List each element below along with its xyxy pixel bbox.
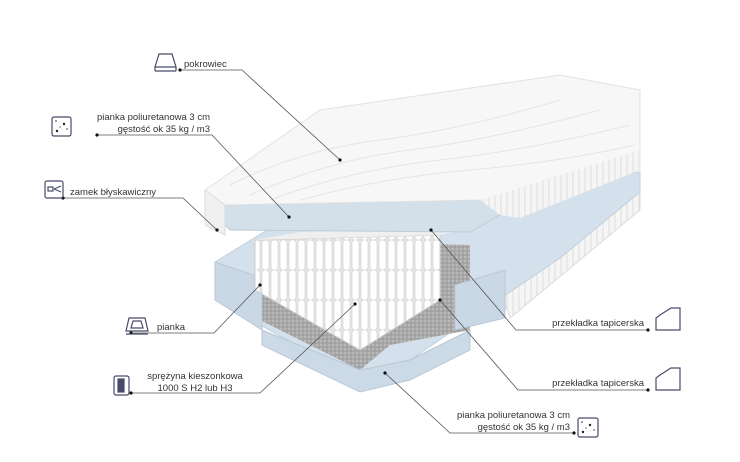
cover-icon bbox=[154, 53, 177, 72]
label-cover: pokrowiec bbox=[184, 59, 227, 71]
label-foam-frame: pianka bbox=[157, 322, 185, 334]
foam-frame-icon bbox=[125, 317, 149, 335]
label-top-foam: pianka poliuretanowa 3 cm gęstość ok 35 … bbox=[82, 112, 210, 136]
label-felt-top: przekładka tapicerska bbox=[540, 318, 644, 330]
sheet-icon bbox=[655, 307, 681, 331]
label-bottom-foam: pianka poliuretanowa 3 cm gęstość ok 35 … bbox=[440, 410, 570, 434]
label-text: przekładka tapicerska bbox=[552, 318, 644, 329]
label-text: pianka bbox=[157, 322, 185, 333]
zipper-icon bbox=[44, 180, 64, 199]
label-text: sprężyna kieszonkowa bbox=[147, 371, 243, 382]
label-text: 1000 S H2 lub H3 bbox=[157, 383, 233, 394]
label-felt-bottom: przekładka tapicerska bbox=[540, 378, 644, 390]
foam-density-icon bbox=[577, 417, 599, 438]
label-text: pokrowiec bbox=[184, 59, 227, 70]
label-text: pianka poliuretanowa 3 cm bbox=[96, 112, 210, 123]
label-text: gęstość ok 35 kg / m3 bbox=[117, 124, 210, 135]
label-text: gęstość ok 35 kg / m3 bbox=[477, 422, 570, 433]
label-springs: sprężyna kieszonkowa 1000 S H2 lub H3 bbox=[140, 371, 250, 395]
label-zipper: zamek błyskawiczny bbox=[70, 187, 156, 199]
label-text: przekładka tapicerska bbox=[552, 378, 644, 389]
sheet-icon bbox=[655, 367, 681, 391]
label-text: pianka poliuretanowa 3 cm bbox=[456, 410, 570, 421]
pocket-spring-icon bbox=[113, 375, 130, 396]
foam-density-icon bbox=[51, 116, 72, 137]
label-text: zamek błyskawiczny bbox=[70, 187, 157, 198]
